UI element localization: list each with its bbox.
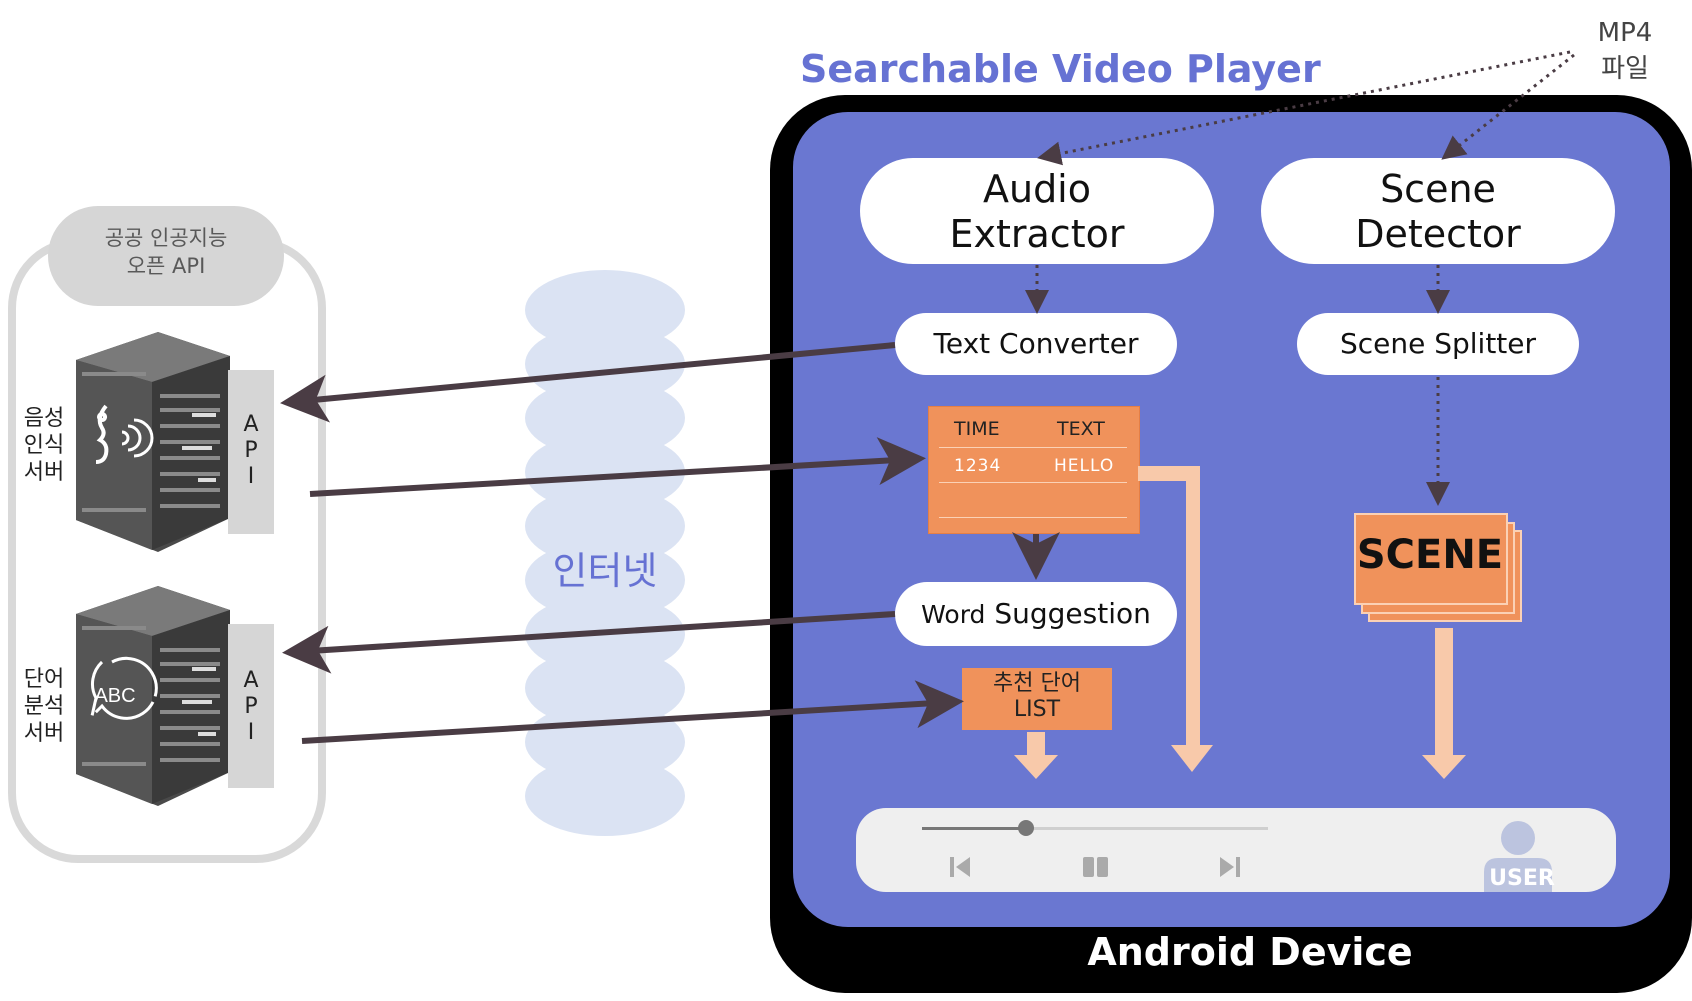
- seek-thumb[interactable]: [1017, 820, 1034, 836]
- recommended-word-list-label: 추천 단어 LIST: [993, 671, 1081, 722]
- recommended-word-list: [962, 668, 1112, 730]
- internet-label: 인터넷: [552, 549, 658, 593]
- scene-splitter-label: Scene Splitter: [1339, 327, 1537, 360]
- public-ai-title: 공공 인공지능 오픈 API: [104, 226, 228, 278]
- text-converter-label: Text Converter: [933, 327, 1139, 360]
- arrow-scene-to-player: [1422, 628, 1466, 779]
- table-divider: [939, 482, 1127, 483]
- mp4-file-label: MP4 파일: [1597, 18, 1653, 84]
- transcript-table: [928, 406, 1140, 534]
- arrow-mp4-to-scene: [1441, 53, 1575, 160]
- table-cell-text: HELLO: [1054, 456, 1115, 476]
- table-divider: [939, 517, 1127, 518]
- table-header-text: TEXT: [1057, 418, 1105, 440]
- word-api-bar: [228, 624, 274, 788]
- word-server-label: 단어 분석 서버: [23, 667, 65, 746]
- scene-detector-node: [1261, 158, 1615, 264]
- scene-card-front: [1354, 513, 1508, 605]
- scene-detector-label: Scene Detector: [1355, 167, 1521, 256]
- arrow-mp4-to-audio: [1037, 50, 1571, 166]
- scene-splitter-node: [1297, 313, 1579, 375]
- word-suggestion-prefix: Word: [921, 600, 986, 629]
- table-header-time: TIME: [954, 418, 1000, 440]
- word-suggestion-node: [895, 582, 1177, 646]
- seek-track[interactable]: [922, 827, 1268, 830]
- arrow-table-to-player: [1138, 466, 1213, 772]
- word-analysis-server-icon: ABC: [76, 586, 230, 806]
- speech-recognition-server-icon: [76, 332, 230, 552]
- pause-icon[interactable]: [1082, 855, 1110, 879]
- arrow-word-api-to-list: [301, 680, 964, 744]
- internet-cloud-icon: [525, 270, 685, 836]
- arrow-text-to-speech-api: [280, 342, 896, 423]
- next-icon[interactable]: [1218, 855, 1242, 879]
- word-api-label: A P I: [243, 668, 259, 745]
- app-title: Searchable Video Player: [800, 47, 1321, 91]
- abc-label: ABC: [94, 685, 135, 707]
- previous-icon[interactable]: [948, 855, 972, 879]
- audio-extractor-node: [860, 158, 1214, 264]
- word-suggestion-suffix: Suggestion: [994, 597, 1151, 630]
- user-avatar-icon: [1484, 821, 1552, 892]
- speech-server-label: 음성 인식 서버: [23, 406, 65, 485]
- text-converter-node: [895, 313, 1177, 375]
- arrow-list-to-player: [1014, 732, 1058, 779]
- table-divider: [939, 447, 1127, 448]
- seek-progress: [922, 827, 1026, 830]
- scene-label: SCENE: [1356, 532, 1504, 578]
- public-ai-title-pill: [48, 206, 284, 306]
- table-cell-time: 1234: [954, 456, 1002, 476]
- speech-api-bar: [228, 370, 274, 534]
- word-suggestion-label: Word Suggestion: [895, 583, 1177, 646]
- user-label: USER: [1489, 866, 1555, 891]
- arrow-suggestion-to-word-api: [282, 611, 896, 674]
- speech-api-label: A P I: [243, 412, 259, 489]
- audio-extractor-label: Audio Extractor: [949, 167, 1125, 256]
- arrow-speech-api-to-table: [309, 437, 926, 497]
- device-label: Android Device: [1087, 930, 1413, 974]
